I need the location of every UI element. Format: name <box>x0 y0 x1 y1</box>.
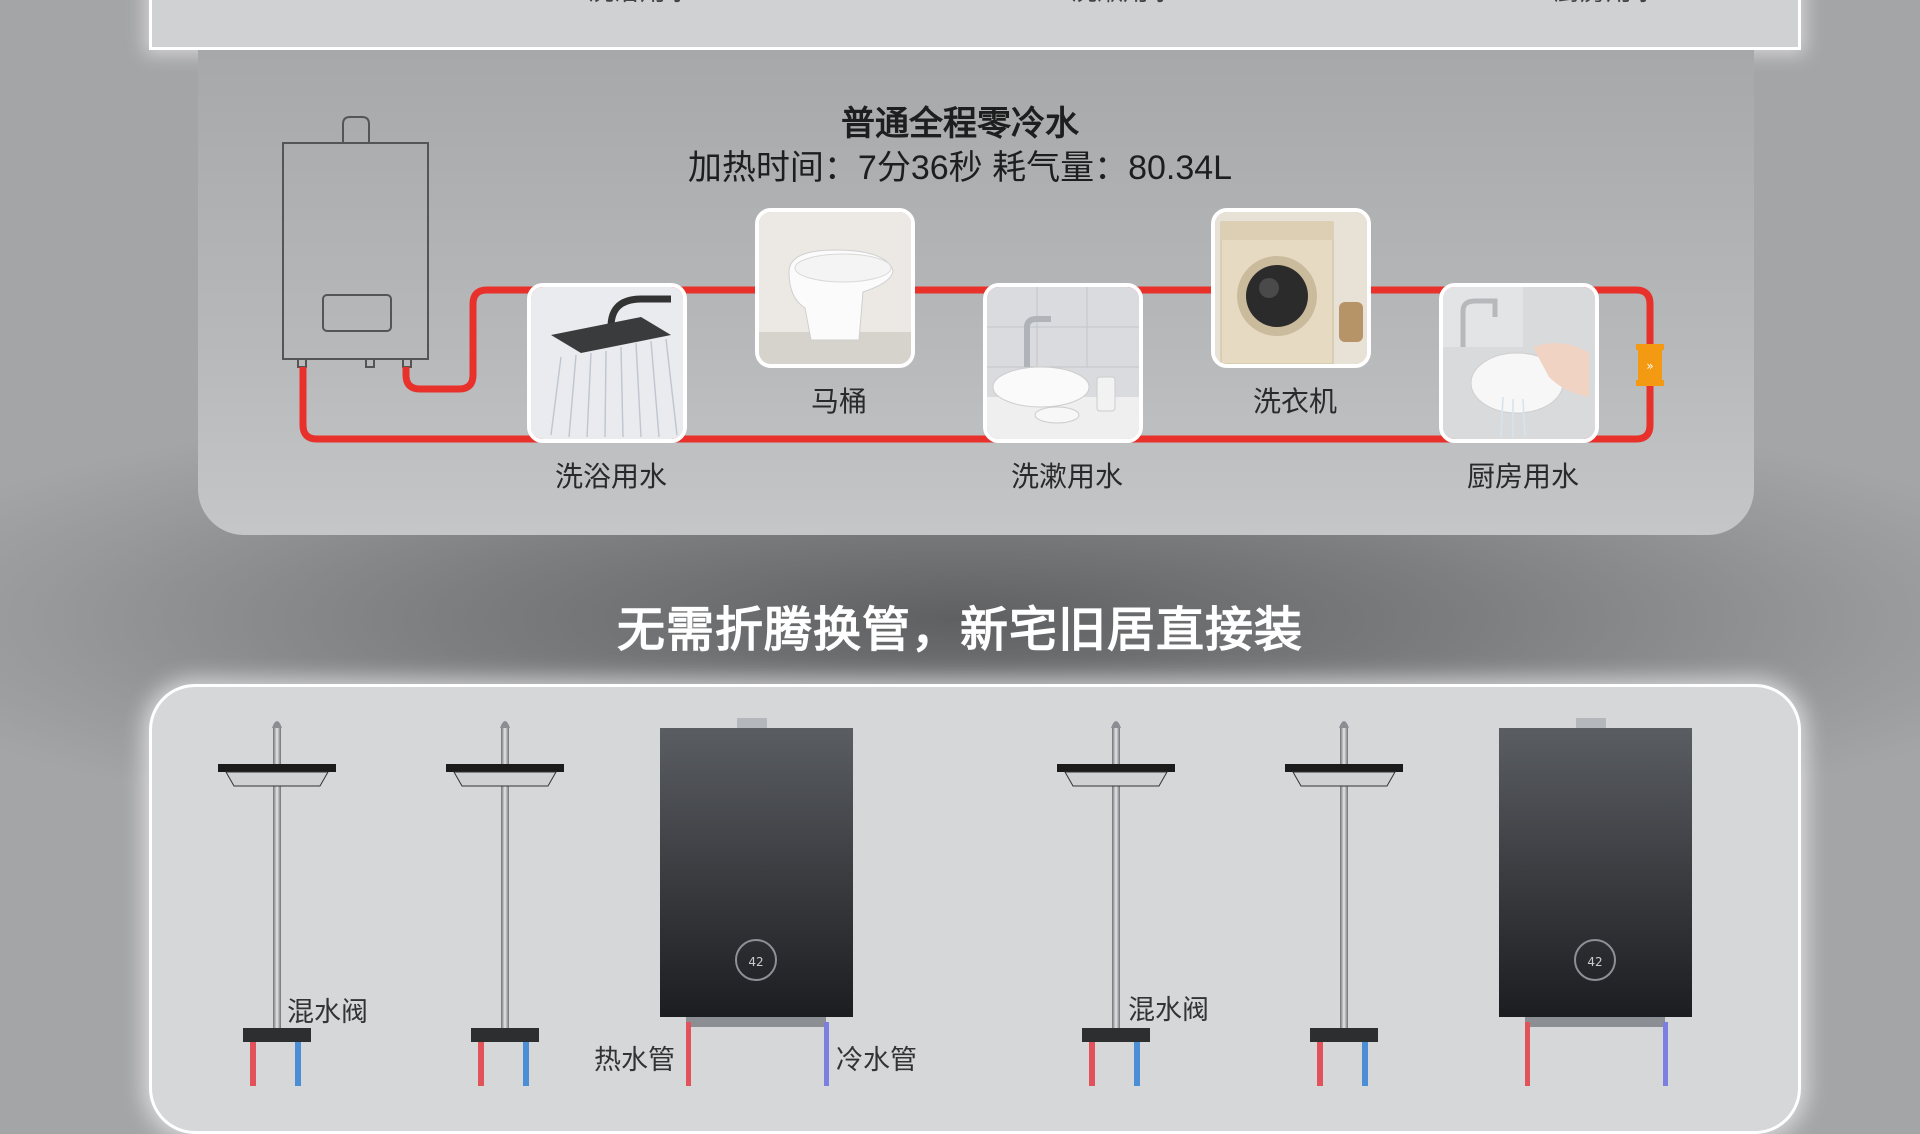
shower-column-icon <box>218 721 336 1086</box>
label-mixing-valve-left: 混水阀 <box>287 997 368 1027</box>
washing-machine-photo <box>1211 208 1371 368</box>
top-label-kitchen: 厨房用水 <box>1486 0 1726 8</box>
diagram-subtitle: 加热时间：7分36秒 耗气量：80.34L <box>687 149 1233 187</box>
heater-display-readout: 42 <box>748 955 763 969</box>
caption-washbasin: 洗漱用水 <box>1010 461 1123 492</box>
shower-column-icon <box>1285 721 1403 1086</box>
top-label-shower: 洗浴用水 <box>520 0 760 8</box>
top-label-washbasin: 洗漱用水 <box>1003 0 1243 8</box>
label-mixing-valve-right: 混水阀 <box>1128 995 1209 1025</box>
svg-text:»: » <box>1646 359 1653 373</box>
water-heater-outline-icon <box>282 116 429 368</box>
top-strip-panel: 洗浴用水 洗漱用水 厨房用水 <box>149 0 1801 50</box>
water-heater-icon: 42 <box>660 718 853 1086</box>
caption-toilet: 马桶 <box>810 386 867 417</box>
label-hot-pipe: 热水管 <box>594 1045 675 1075</box>
washbasin-photo <box>983 283 1143 443</box>
caption-kitchen: 厨房用水 <box>1466 461 1579 492</box>
kitchen-sink-photo <box>1439 283 1599 443</box>
headline: 无需折腾换管，新宅旧居直接装 <box>616 604 1303 657</box>
caption-shower: 洗浴用水 <box>554 461 667 492</box>
shower-column-icon <box>1057 721 1175 1086</box>
water-heater-icon: 42 <box>1499 718 1692 1086</box>
toilet-photo <box>755 208 915 368</box>
installation-illustration: 42 42 <box>218 718 1692 1086</box>
diagram-title: 普通全程零冷水 <box>841 105 1079 143</box>
caption-washing-machine: 洗衣机 <box>1252 386 1337 417</box>
label-cold-pipe: 冷水管 <box>836 1045 917 1075</box>
shower-column-icon <box>446 721 564 1086</box>
circulation-pump-icon: » <box>1636 344 1664 386</box>
shower-photo <box>527 283 687 443</box>
heater-display-readout: 42 <box>1587 955 1602 969</box>
